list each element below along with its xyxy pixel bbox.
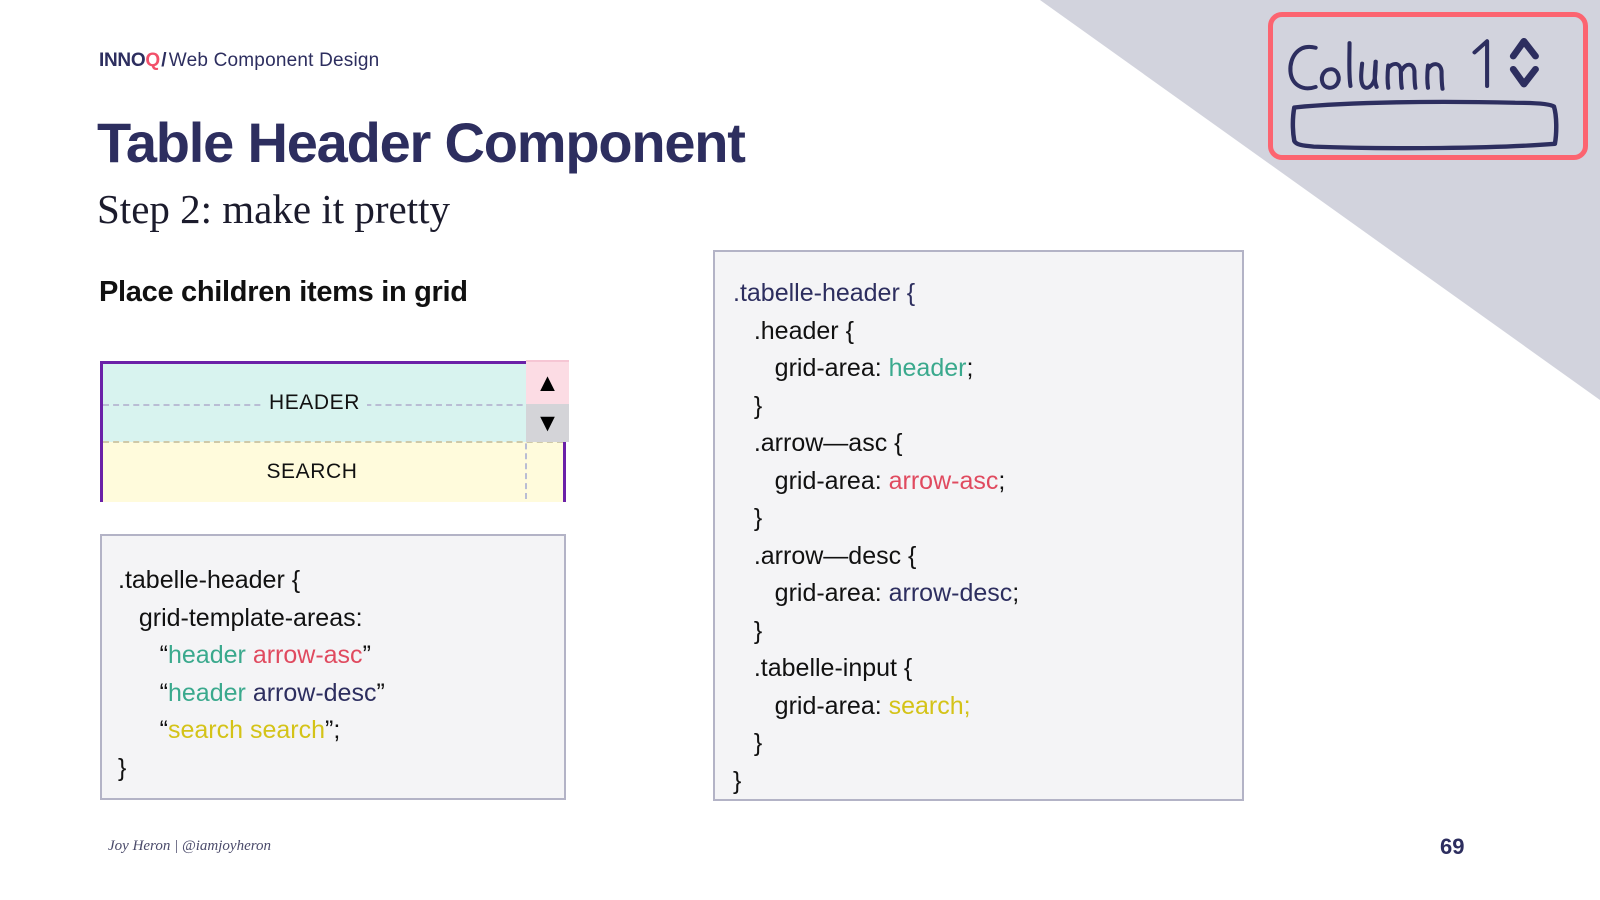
code-token: } <box>733 766 742 795</box>
code-token: arrow-asc <box>252 641 363 669</box>
arrow-down-icon: ▼ <box>535 408 560 437</box>
code-token: arrow-asc <box>888 466 999 495</box>
code-token: header <box>168 641 246 669</box>
code-token: .arrow—asc { <box>733 429 903 457</box>
brand-bar: INNOQ/Web Component Design <box>99 50 379 72</box>
innoq-logo-main: INNO <box>99 50 146 71</box>
code-token: header <box>888 354 967 382</box>
code-token: grid-area: <box>733 354 889 382</box>
innoq-logo-accent: Q <box>145 50 161 71</box>
footer-credit: Joy Heron | @iamjoyheron <box>108 838 272 854</box>
code-token: “ <box>118 678 168 707</box>
grid-cell-arrow-asc: ▲ <box>526 360 569 404</box>
code-token: ; <box>966 354 974 382</box>
code-token: grid-area: <box>733 691 889 720</box>
code-token: ; <box>1012 579 1020 607</box>
grid-cell-search: SEARCH <box>103 442 563 502</box>
grid-cell-search-label: SEARCH <box>266 460 358 483</box>
code-token: ”; <box>325 716 341 744</box>
code-block-grid-area-rules: .tabelle-header { .header { grid-area: h… <box>713 250 1244 801</box>
code-token <box>246 679 253 707</box>
code-token: ” <box>376 678 385 707</box>
code-token: } <box>733 616 763 645</box>
code-token: .header { <box>733 316 854 345</box>
code-token: grid-template-areas: <box>118 603 363 632</box>
code-block-grid-template-areas: .tabelle-header { grid-template-areas: “… <box>100 534 566 800</box>
brand-separator: / <box>161 50 167 71</box>
code-token: search search <box>168 716 326 744</box>
code-token: } <box>733 729 763 757</box>
code-token: header <box>168 678 246 707</box>
code-token: arrow-desc <box>252 678 377 707</box>
code-token: ” <box>362 641 371 669</box>
page-title: Table Header Component <box>97 111 746 174</box>
grid-cell-arrow-desc: ▼ <box>526 404 569 442</box>
code-token: grid-area: <box>733 466 889 495</box>
code-token: .arrow—desc { <box>733 541 917 570</box>
code-token <box>246 641 253 669</box>
grid-layout-diagram: SEARCH HEADER ▲ ▼ <box>100 360 569 502</box>
code-token: search; <box>888 691 971 720</box>
code-token: } <box>733 504 763 532</box>
code-token: arrow-desc <box>888 579 1013 607</box>
code-token: .tabelle-input { <box>733 654 913 682</box>
code-token: .tabelle-header { <box>118 566 301 594</box>
code-token: .tabelle-header { <box>733 279 916 307</box>
code-token: “ <box>118 716 168 744</box>
code-token: ; <box>998 466 1006 495</box>
arrow-up-icon: ▲ <box>535 368 560 397</box>
section-heading: Place children items in grid <box>99 276 468 308</box>
brand-subtitle: Web Component Design <box>168 50 380 71</box>
page-subtitle: Step 2: make it pretty <box>97 186 450 232</box>
code-token: } <box>733 391 763 420</box>
grid-cell-header: HEADER <box>103 364 526 442</box>
code-token: “ <box>118 641 168 669</box>
code-token: grid-area: <box>733 579 889 607</box>
handwritten-sketch <box>1288 37 1559 151</box>
page-number: 69 <box>1440 834 1465 859</box>
code-token: } <box>118 753 127 782</box>
handwritten-annotation-callout <box>1268 12 1588 160</box>
grid-cell-header-label: HEADER <box>261 391 368 415</box>
grid-track-line-row2 <box>103 441 563 443</box>
